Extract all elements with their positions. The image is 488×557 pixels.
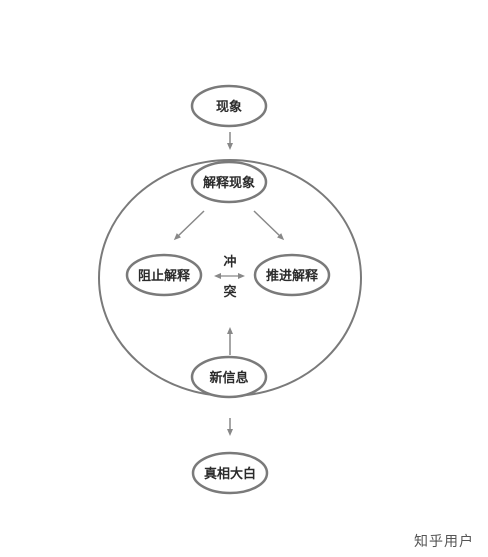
node-block: 阻止解释: [125, 253, 203, 297]
node-phenomenon-label: 现象: [216, 99, 242, 115]
node-new-info-label: 新信息: [209, 370, 248, 386]
conflict-label-top: 冲: [223, 254, 236, 270]
watermark: 知乎用户: [414, 534, 474, 550]
node-advance: 推进解释: [253, 253, 331, 297]
node-phenomenon: 现象: [190, 84, 268, 128]
node-explain: 解释现象: [190, 160, 268, 204]
node-truth: 真相大白: [191, 451, 269, 495]
node-explain-label: 解释现象: [202, 175, 255, 191]
conflict-label-bottom: 突: [223, 284, 236, 300]
node-truth-label: 真相大白: [204, 466, 256, 482]
arrow-explain-to-block: [173, 210, 205, 241]
node-new-info: 新信息: [190, 355, 268, 399]
node-block-label: 阻止解释: [138, 268, 191, 284]
arrow-explain-to-advance: [253, 210, 285, 241]
node-advance-label: 推进解释: [266, 268, 319, 284]
